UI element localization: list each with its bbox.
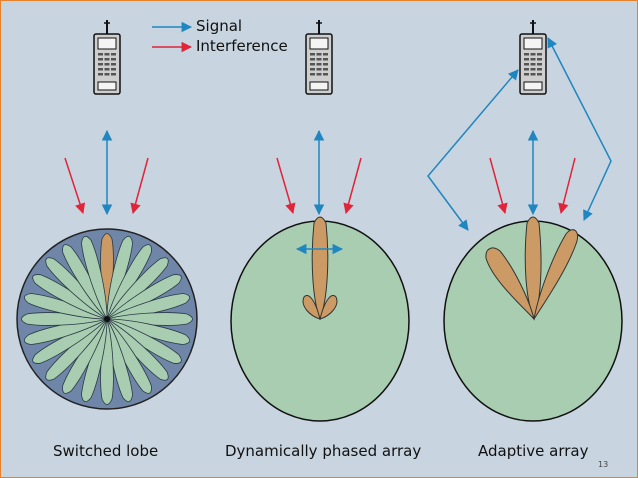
phased-array-panel — [230, 20, 410, 422]
switched-lobes — [21, 233, 193, 405]
multipath-signal-right — [547, 37, 612, 221]
caption-phased-array: Dynamically phased array — [225, 442, 422, 460]
interference-arrow-right — [558, 157, 576, 215]
interference-arrow-left — [489, 157, 508, 215]
interference-arrow-right — [343, 157, 362, 215]
side-lobe-right — [319, 295, 338, 320]
page-number: 13 — [598, 460, 609, 469]
multipath-lobe-left — [485, 247, 535, 321]
switched-lobe — [81, 236, 108, 321]
multipath-lobe-right — [533, 229, 579, 320]
caption-switched-lobe: Switched lobe — [53, 442, 159, 460]
caption-adaptive-array: Adaptive array — [478, 442, 589, 460]
mobile-phone-icon — [305, 20, 333, 95]
interference-arrow-left — [276, 157, 296, 215]
main-beam-lobe — [311, 216, 329, 321]
mobile-phone-icon — [519, 20, 547, 95]
mobile-phone-icon — [93, 20, 121, 95]
interference-arrow-right — [130, 157, 149, 215]
side-lobe-left — [302, 295, 321, 320]
adaptive-array-panel — [427, 20, 623, 422]
legend-interference-label: Interference — [196, 37, 288, 55]
switched-lobe-panel — [16, 20, 198, 410]
multipath-signal-left — [427, 69, 519, 231]
interference-arrow-left — [64, 157, 86, 214]
legend-signal-label: Signal — [196, 17, 243, 35]
base-station-center — [104, 316, 110, 322]
main-beam-lobe — [524, 216, 542, 321]
